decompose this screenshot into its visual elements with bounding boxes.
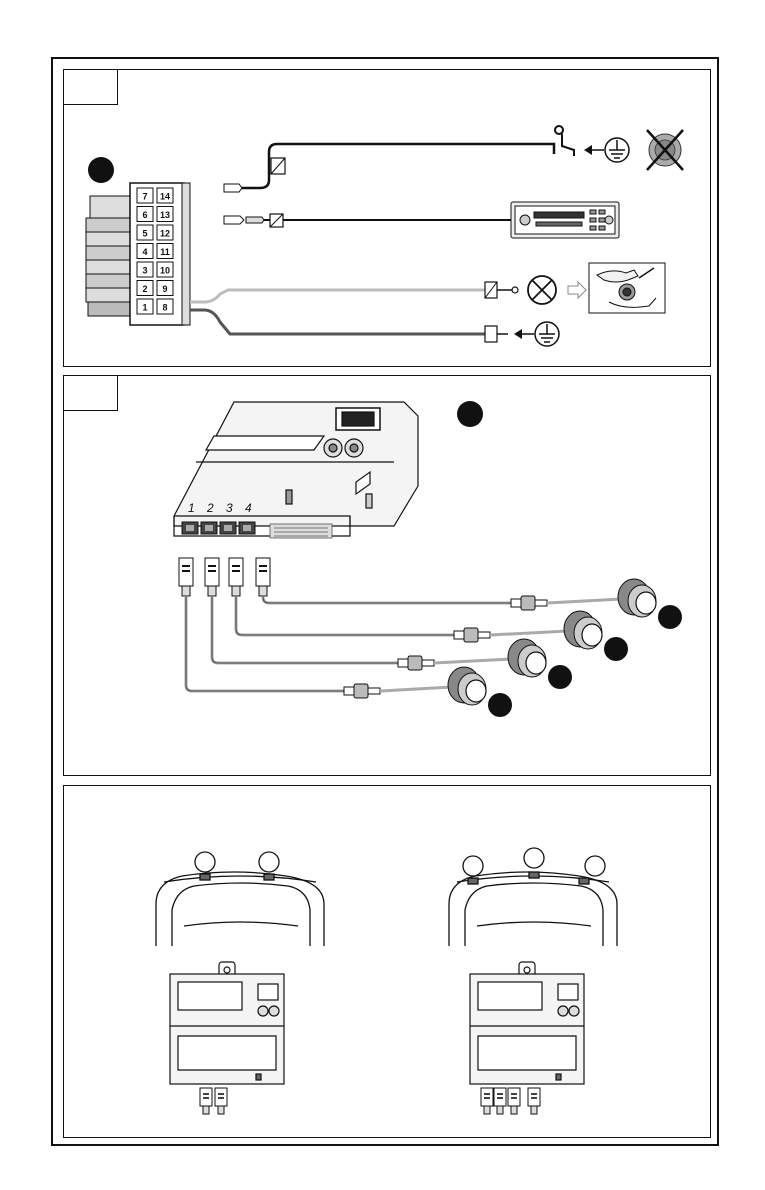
pin-number-label: 7	[142, 192, 147, 202]
sensor-plug	[528, 1088, 540, 1114]
ground-symbol-icon	[605, 138, 629, 162]
lamp-icon	[528, 276, 556, 304]
wiring-panel: 7 14 6 13 5 12 4 11 3 10 2 9 1 8	[63, 69, 711, 367]
vent-grille	[270, 524, 332, 538]
arrow-head-icon	[514, 329, 522, 339]
crossed-out-icon	[647, 130, 683, 170]
parking-sensor	[508, 639, 546, 677]
sensor-cable	[490, 631, 568, 635]
tow-hook-icon	[555, 126, 574, 156]
pin-number-label: 2	[142, 284, 147, 294]
port-number-label: 1	[188, 501, 195, 515]
variants-diagram	[64, 786, 712, 1139]
pin-number-label: 13	[160, 210, 170, 220]
bulb-replacement-icon	[589, 263, 665, 313]
pin-number-label: 1	[142, 303, 147, 313]
sensor-plug	[481, 1088, 493, 1114]
lamp-wire	[190, 282, 518, 302]
radio-wire	[224, 214, 519, 227]
sensor-plug	[179, 558, 193, 596]
control-unit-front-right	[470, 962, 584, 1084]
sensor-cable	[380, 687, 452, 691]
car-radio-icon	[511, 202, 619, 238]
ground-wire	[190, 310, 508, 342]
inline-cable-connector	[511, 596, 547, 610]
port-number-label: 2	[206, 501, 214, 515]
car-rear-3-sensors	[449, 848, 617, 946]
plug-group-left	[200, 1088, 227, 1114]
inline-cable-connector	[398, 656, 434, 670]
step-marker-dot	[604, 637, 628, 661]
sensor-port-contact	[224, 525, 232, 531]
sensor-plug	[215, 1088, 227, 1114]
sensor-cable	[212, 596, 408, 663]
sensor-port-contact	[243, 525, 251, 531]
parking-sensor	[448, 667, 486, 705]
sensor-plug	[200, 1088, 212, 1114]
sensor-port-contact	[205, 525, 213, 531]
plug-group-right	[481, 1088, 540, 1114]
sensor-cables	[179, 558, 682, 717]
parking-sensor	[564, 611, 602, 649]
step-marker-dot	[658, 605, 682, 629]
parking-sensor	[618, 579, 656, 617]
pin-number-label: 10	[160, 266, 170, 276]
sensor-port-contact	[186, 525, 194, 531]
arrow-head-icon	[584, 145, 592, 155]
sensor-plug	[256, 558, 270, 596]
step-marker-dot	[548, 665, 572, 689]
car-rear-2-sensors	[156, 852, 324, 946]
sensor-cable	[263, 596, 521, 603]
pin-number-label: 6	[142, 210, 147, 220]
step-marker-dot	[457, 401, 483, 427]
pin-number-label: 14	[160, 192, 170, 202]
sensor-plug	[205, 558, 219, 596]
ground-symbol-icon	[535, 322, 559, 346]
step-marker-dot	[488, 693, 512, 717]
port-number-label: 4	[245, 501, 252, 515]
pin-number-label: 9	[162, 284, 167, 294]
pin-number-label: 4	[142, 247, 147, 257]
sensor-cable	[547, 599, 622, 603]
inline-cable-connector	[454, 628, 490, 642]
pin-number-label: 5	[142, 229, 147, 239]
control-unit	[174, 402, 418, 536]
sensor-plug	[508, 1088, 520, 1114]
wiring-diagram: 7 14 6 13 5 12 4 11 3 10 2 9 1 8	[64, 70, 712, 368]
arrow-right-icon	[568, 282, 586, 298]
towbar-wire	[224, 144, 554, 192]
installation-variants-panel	[63, 785, 711, 1138]
sensor-plug	[229, 558, 243, 596]
pin-number-label: 11	[160, 247, 170, 257]
pin-number-label: 3	[142, 266, 147, 276]
pin-number-label: 8	[162, 303, 167, 313]
control-unit-front-left	[170, 962, 284, 1084]
step-marker-dot	[88, 157, 114, 183]
port-number-label: 3	[226, 501, 233, 515]
pin-number-label: 12	[160, 229, 170, 239]
inline-cable-connector	[344, 684, 380, 698]
sensor-plug	[494, 1088, 506, 1114]
sensor-cable	[434, 659, 512, 663]
